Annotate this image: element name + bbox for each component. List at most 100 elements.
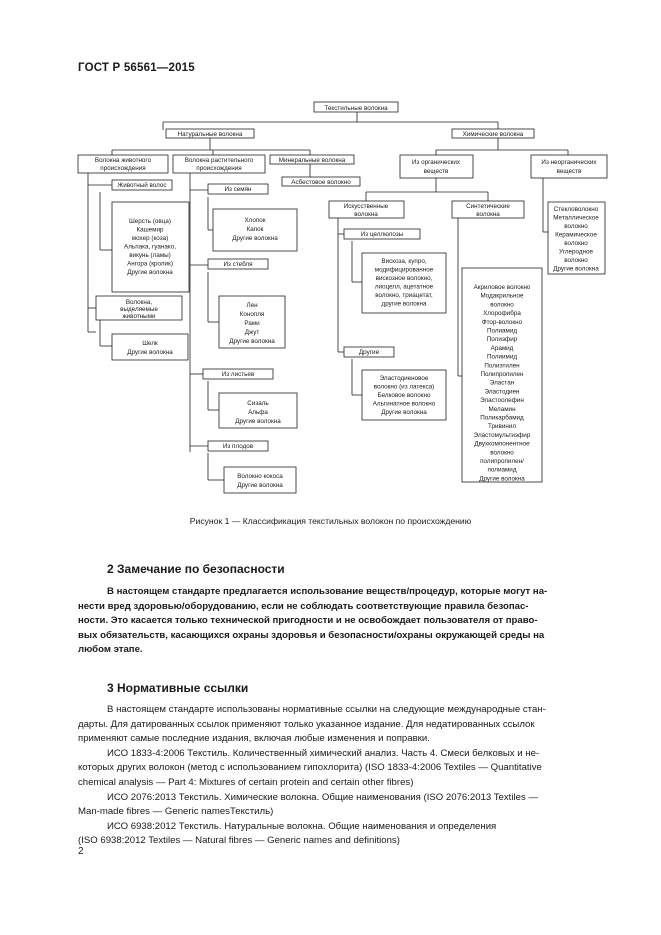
list-item: Другие волокна: [232, 235, 278, 242]
label-stem: Из стебля: [224, 260, 253, 268]
box-plant: [172, 154, 266, 174]
list-item: Арамид: [491, 345, 514, 352]
label-seeds: Из семян: [224, 186, 252, 193]
box-seeds-list: [212, 208, 298, 252]
box-animal: [77, 154, 169, 174]
document-header: ГОСТ Р 56561—2015: [78, 62, 195, 74]
box-synthetic: [451, 200, 525, 219]
text-line: вых обязательств, касающихся охраны здор…: [78, 629, 545, 641]
list-item: волокно: [490, 301, 514, 308]
label-artificial-2: волокна: [354, 211, 378, 218]
list-item: Меламин: [488, 406, 516, 413]
list-item: Эластомультиэфир: [474, 432, 531, 439]
list-item: модифицированное: [375, 267, 434, 274]
text-line: дарты. Для датированных ссылок применяют…: [78, 718, 535, 730]
label-other: Другие: [359, 349, 380, 356]
list-item: волокно (из латекса): [374, 384, 435, 391]
list-item: Капок: [247, 226, 264, 233]
list-item: Эластоолефин: [480, 397, 524, 404]
label-chemical: Химические волокна: [463, 131, 524, 138]
box-fruit-list: [223, 466, 297, 494]
list-item: Другие волокна: [127, 349, 173, 356]
text-line: ИСО 2076:2013 Текстиль. Химические волок…: [107, 791, 539, 803]
label-secretion-2: выделяемые: [120, 306, 158, 313]
label-root: Текстильные волокна: [324, 105, 388, 112]
list-item: волокно: [490, 449, 514, 456]
list-item: Альгинатное волокно: [373, 401, 436, 408]
list-item: другие волокна: [382, 301, 427, 308]
list-item: Металлическое: [553, 215, 599, 222]
list-item: Другие волокна: [229, 338, 275, 345]
list-item: Лен: [246, 302, 258, 309]
text-line: любом этапе.: [78, 644, 143, 656]
box-leaves-list: [218, 392, 298, 429]
list-item: Хлопок: [244, 217, 265, 224]
label-fruit: Из плодов: [223, 443, 254, 450]
label-natural: Натуральные волокна: [178, 131, 243, 138]
figure-caption: Рисунок 1 — Классификация текстильных во…: [189, 516, 472, 526]
text-line: chemical analysis — Part 4: Mixtures of …: [78, 776, 414, 788]
box-root: [313, 101, 399, 113]
box-natural: [165, 128, 255, 139]
list-item: Стекловолокно: [554, 206, 599, 213]
list-item: Тривинил: [488, 423, 516, 430]
box-inorganic: [530, 154, 608, 179]
box-secretion-list: [111, 333, 189, 361]
box-organic: [399, 154, 474, 179]
list-item: Волокно кокоса: [237, 473, 283, 480]
label-secretion-1: Волокна,: [126, 299, 153, 306]
list-item: Полиамид: [487, 328, 517, 335]
list-item: викунь (ламы): [129, 252, 171, 259]
text-line: нести вред здоровью/оборудованию, если н…: [78, 600, 529, 612]
list-item: Фтор-волокно: [482, 319, 523, 326]
section-3-heading: 3 Нормативные ссылки: [107, 681, 249, 695]
box-secretion: [95, 295, 183, 321]
list-item: Углеродное: [559, 249, 594, 256]
box-cellulose: [343, 228, 421, 240]
list-item: Эластодиен: [485, 388, 521, 395]
text-line: которых других волокон (метод с использо…: [78, 762, 542, 774]
text-line: применяют самые последние издания, включ…: [78, 733, 430, 745]
box-chemical: [451, 128, 535, 139]
list-item: Альфа: [248, 409, 268, 416]
list-item: волокно, триацетат,: [375, 292, 433, 299]
box-artificial: [328, 200, 405, 219]
list-item: полипропилен/: [480, 458, 524, 465]
label-asbestos: Асбестовое волокно: [291, 178, 351, 186]
list-item: вискозное волокно,: [376, 275, 433, 282]
list-item: Эластодиеновое: [380, 375, 429, 382]
label-cellulose: Из целлюлозы: [361, 231, 404, 238]
list-item: Хлорофибра: [483, 309, 521, 317]
list-item: Полиимид: [487, 354, 517, 361]
box-mineral: [269, 154, 355, 165]
text-line: ИСО 1833-4:2006 Текстиль. Количественный…: [107, 747, 540, 759]
list-item: Другие волокна: [127, 269, 173, 276]
section-2-heading: 2 Замечание по безопасности: [107, 562, 285, 576]
safety-note-paragraph: В настоящем стандарте предлагается испол…: [78, 585, 615, 658]
box-inorganic-list: [547, 201, 606, 275]
list-item: Белковое волокно: [377, 392, 431, 399]
fiber-classification-diagram: Текстильные волокна Натуральные волокна …: [77, 101, 608, 494]
list-item: Кашемир: [136, 227, 164, 234]
box-animal-hair-list: [111, 201, 190, 293]
list-item: лиоцелл, ацетатное: [375, 284, 434, 291]
list-item: Сизаль: [247, 400, 269, 407]
label-synthetic-2: волокна: [476, 211, 500, 218]
list-item: Двухкомпонентное: [474, 441, 530, 448]
list-item: Полипропилен: [480, 371, 524, 378]
label-secretion-3: животными: [122, 313, 156, 320]
box-animal-hair: [111, 179, 173, 191]
label-synthetic-1: Синтетические: [466, 203, 510, 210]
list-item: волокно: [564, 223, 588, 230]
box-stem: [207, 258, 269, 270]
label-artificial-1: Искусственные: [344, 203, 389, 210]
list-item: Керамическое: [555, 232, 597, 239]
list-item: Шерсть (овца): [129, 218, 171, 225]
text-line: Man-made fibres — Generic namesТекстиль): [78, 806, 274, 818]
list-item: Другие волокна: [381, 409, 427, 416]
list-item: Поликарбамид: [480, 414, 524, 422]
list-item: Акриловое волокно: [474, 284, 531, 291]
label-animal-hair: Животный волос: [117, 181, 166, 189]
list-item: мохер (коза): [132, 235, 168, 242]
box-other: [343, 346, 395, 358]
